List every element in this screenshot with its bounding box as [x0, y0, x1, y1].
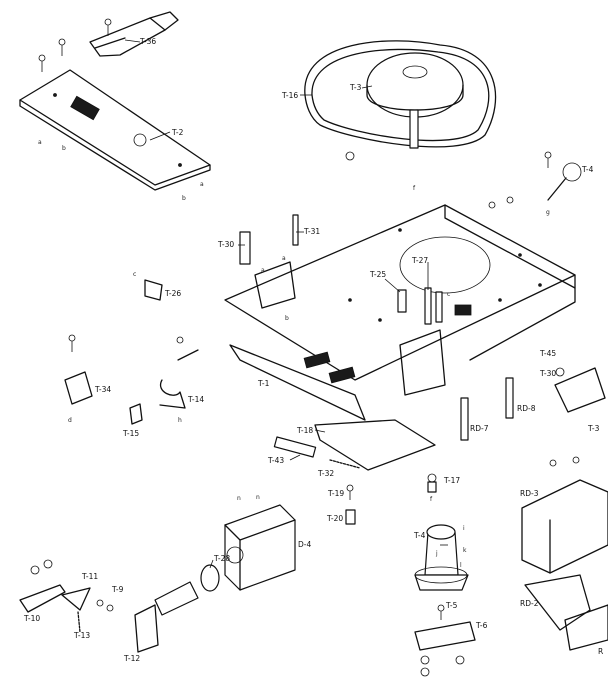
- ref-letter-n-1: n: [237, 495, 241, 502]
- part-t3-flywheel-belt: [304, 40, 497, 161]
- leader-lines: [124, 39, 448, 569]
- label-t25: T-25: [370, 270, 387, 279]
- part-t5-t6-bracket: [414, 604, 476, 677]
- ref-letter-l-1: l: [460, 562, 462, 569]
- label-t31: T-31: [304, 227, 321, 236]
- ref-letter-a-2: a: [200, 181, 204, 188]
- part-t2-plate: [19, 69, 211, 191]
- ref-letter-j-1: j: [436, 550, 438, 557]
- label-t4-lower: T-4: [414, 531, 426, 540]
- label-t17: T-17: [444, 476, 461, 485]
- ref-letter-c-2: c: [447, 291, 451, 298]
- ref-letter-n-2: n: [256, 494, 260, 501]
- ref-letter-b-2: b: [182, 195, 186, 202]
- ref-letter-c-1: c: [133, 271, 137, 278]
- label-rd2: RD-2: [520, 599, 539, 608]
- label-t13: T-13: [74, 631, 91, 640]
- part-t28-plunger: [154, 564, 220, 616]
- ref-letter-i-1: i: [463, 525, 465, 532]
- label-t15: T-15: [123, 429, 140, 438]
- part-t34-bracket: [64, 334, 93, 405]
- label-t26: T-26: [165, 289, 182, 298]
- ref-letter-h-1: h: [178, 417, 182, 424]
- label-t16: T-16: [282, 91, 299, 100]
- label-t6: T-6: [476, 621, 488, 630]
- label-rd7: RD-7: [470, 424, 489, 433]
- part-t36-bracket: [38, 11, 179, 72]
- label-r: R: [598, 647, 604, 656]
- part-t1-chassis: [224, 196, 576, 421]
- part-rd-rods: [460, 367, 606, 441]
- label-d4: D-4: [298, 540, 312, 549]
- part-small-linkages: [19, 559, 114, 633]
- label-t30: T-30: [218, 240, 235, 249]
- label-t30-right: T-30: [540, 369, 557, 378]
- label-t9: T-9: [112, 585, 124, 594]
- label-t19: T-19: [328, 489, 345, 498]
- part-t14-clip: [159, 336, 199, 409]
- part-t26-clip: [144, 279, 163, 301]
- part-rd3-bracket: [521, 456, 608, 651]
- part-t15-small-bracket: [129, 403, 143, 425]
- label-t14: T-14: [188, 395, 205, 404]
- part-t12-bracket: [134, 604, 159, 653]
- part-d4-solenoid: [224, 504, 296, 591]
- ref-letter-b-1: b: [62, 145, 66, 152]
- part-t4-pulley: [414, 524, 469, 591]
- ref-letter-k-1: k: [463, 547, 467, 554]
- label-t20: T-20: [327, 514, 344, 523]
- label-t11: T-11: [82, 572, 99, 581]
- label-t4: T-4: [582, 165, 594, 174]
- label-t2: T-2: [172, 128, 184, 137]
- label-t36: T-36: [140, 37, 157, 46]
- label-t34: T-34: [95, 385, 112, 394]
- ref-letter-a-3: a: [261, 267, 265, 274]
- label-rd8: RD-8: [517, 404, 536, 413]
- ref-letter-d-1: d: [68, 417, 72, 424]
- ref-letter-a-1: a: [38, 139, 42, 146]
- label-rd3: RD-3: [520, 489, 539, 498]
- label-t5: T-5: [446, 601, 458, 610]
- part-t18-lever: [273, 419, 436, 471]
- label-t1: T-1: [258, 379, 270, 388]
- ref-letter-b-3: b: [285, 315, 289, 322]
- label-t43: T-43: [268, 456, 285, 465]
- ref-letter-f-2: f: [430, 496, 433, 503]
- label-t32: T-32: [318, 469, 335, 478]
- label-t12: T-12: [124, 654, 141, 663]
- label-t45: T-45: [540, 349, 557, 358]
- ref-letter-f-1: f: [413, 185, 416, 192]
- label-t3: T-3: [350, 83, 362, 92]
- label-t18: T-18: [297, 426, 314, 435]
- ref-letter-g-1: g: [546, 209, 550, 216]
- part-t17-t19-t20: [345, 473, 437, 525]
- label-t28: T-28: [214, 554, 231, 563]
- part-t4-lever: [544, 151, 582, 201]
- label-t27: T-27: [412, 256, 429, 265]
- ref-letter-a-4: a: [282, 255, 286, 262]
- label-t3-right: T-3: [588, 424, 600, 433]
- label-t10: T-10: [24, 614, 41, 623]
